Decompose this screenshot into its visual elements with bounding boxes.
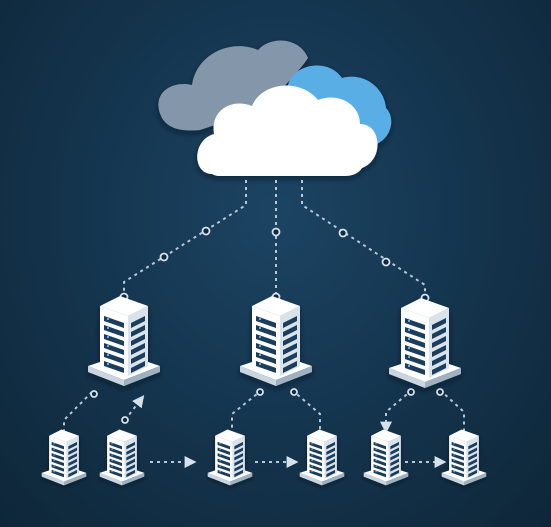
edge-link-3a [380,389,413,434]
primary-server-right server-rack-icon [389,298,461,388]
edge-server-1 server-rack-icon [41,429,87,486]
edge-link-2b [291,389,321,432]
edge-link-3b [439,389,465,432]
edge-server-4 server-rack-icon [299,429,345,486]
cloud-icon [158,40,392,176]
connector-right [301,180,426,302]
connector-node-icon [90,390,98,398]
cloud-front-white [197,85,378,176]
connector-left [123,180,247,300]
edge-link-1b [124,395,145,421]
edge-server-5 server-rack-icon [363,429,409,486]
connector-node-icon [436,388,444,396]
connector-node-icon [338,228,348,238]
server-group [41,296,487,486]
connector-node-icon [407,388,415,396]
edge-link-1a [63,391,93,432]
edge-server-6 server-rack-icon [441,429,487,486]
edge-server-3 server-rack-icon [207,429,253,486]
edge-connector-nodes [90,388,444,424]
edge-server-2 server-rack-icon [99,429,145,486]
cloud-back-gray [158,40,308,131]
connector-nodes [119,226,430,303]
edge-link-2a [231,389,263,432]
edge-connectors [63,389,465,468]
connector-node-icon [271,227,281,237]
connector-node-icon [121,416,129,424]
connector-node-icon [256,388,264,396]
connector-node-icon [290,388,298,396]
connector-node-icon [159,252,169,262]
primary-server-left server-rack-icon [88,296,160,386]
connector-node-icon [381,257,391,267]
cloud-connectors [123,180,426,302]
connector-node-icon [201,226,211,236]
primary-server-middle server-rack-icon [240,296,312,386]
